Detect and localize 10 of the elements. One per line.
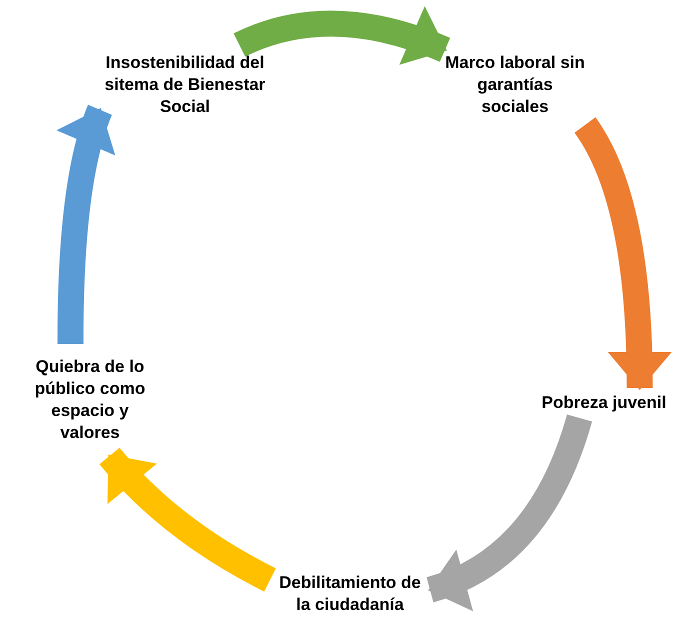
node-label: Quiebra de lo público como espacio y valores bbox=[34, 356, 146, 444]
curved-arrow bbox=[426, 414, 592, 610]
curved-arrow bbox=[57, 105, 117, 344]
curved-arrow bbox=[234, 6, 450, 66]
node-label: Marco laboral sin garantías sociales bbox=[445, 52, 585, 118]
curved-arrow bbox=[100, 448, 276, 592]
node-label: Debilitamiento de la ciudadanía bbox=[278, 572, 422, 616]
curved-arrow bbox=[574, 118, 672, 390]
node-label: Insostenibilidad del sitema de Bienestar Social bbox=[104, 52, 266, 118]
node-label: Pobreza juvenil bbox=[542, 392, 666, 414]
